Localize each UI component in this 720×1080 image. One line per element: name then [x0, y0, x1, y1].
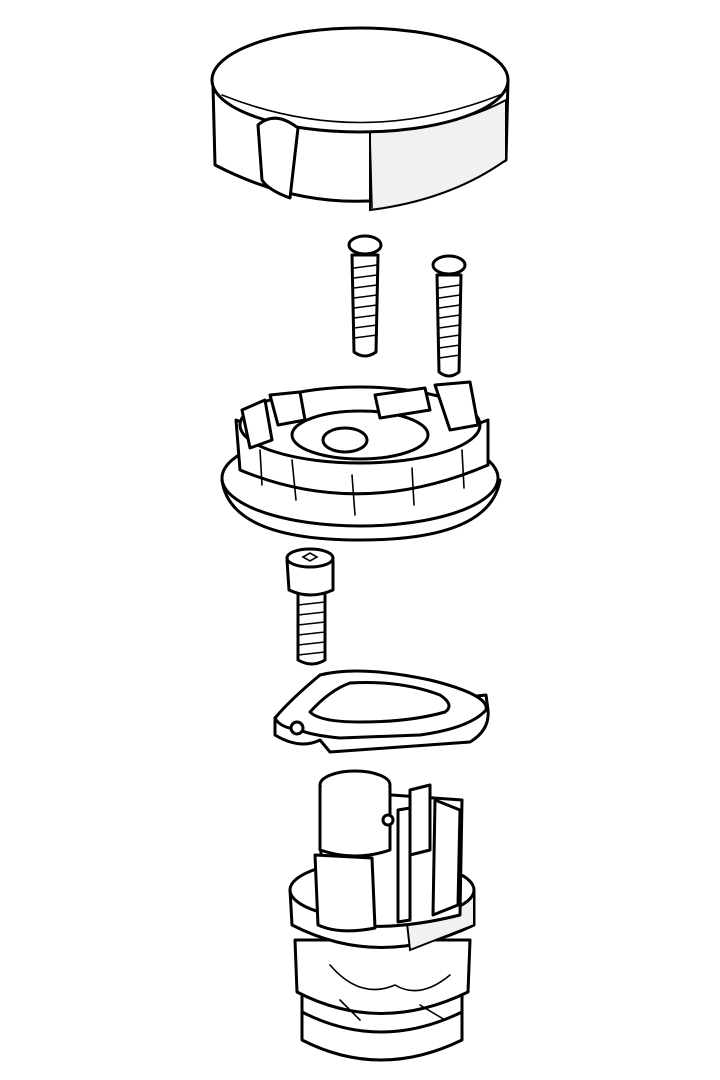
- cap: [210, 26, 510, 212]
- retainer-ring: [220, 380, 502, 542]
- gasket: [273, 669, 490, 754]
- screw-right: [431, 254, 467, 378]
- screw-left: [347, 234, 383, 358]
- cartridge: [288, 769, 476, 1062]
- hex-socket-screw: [285, 547, 335, 666]
